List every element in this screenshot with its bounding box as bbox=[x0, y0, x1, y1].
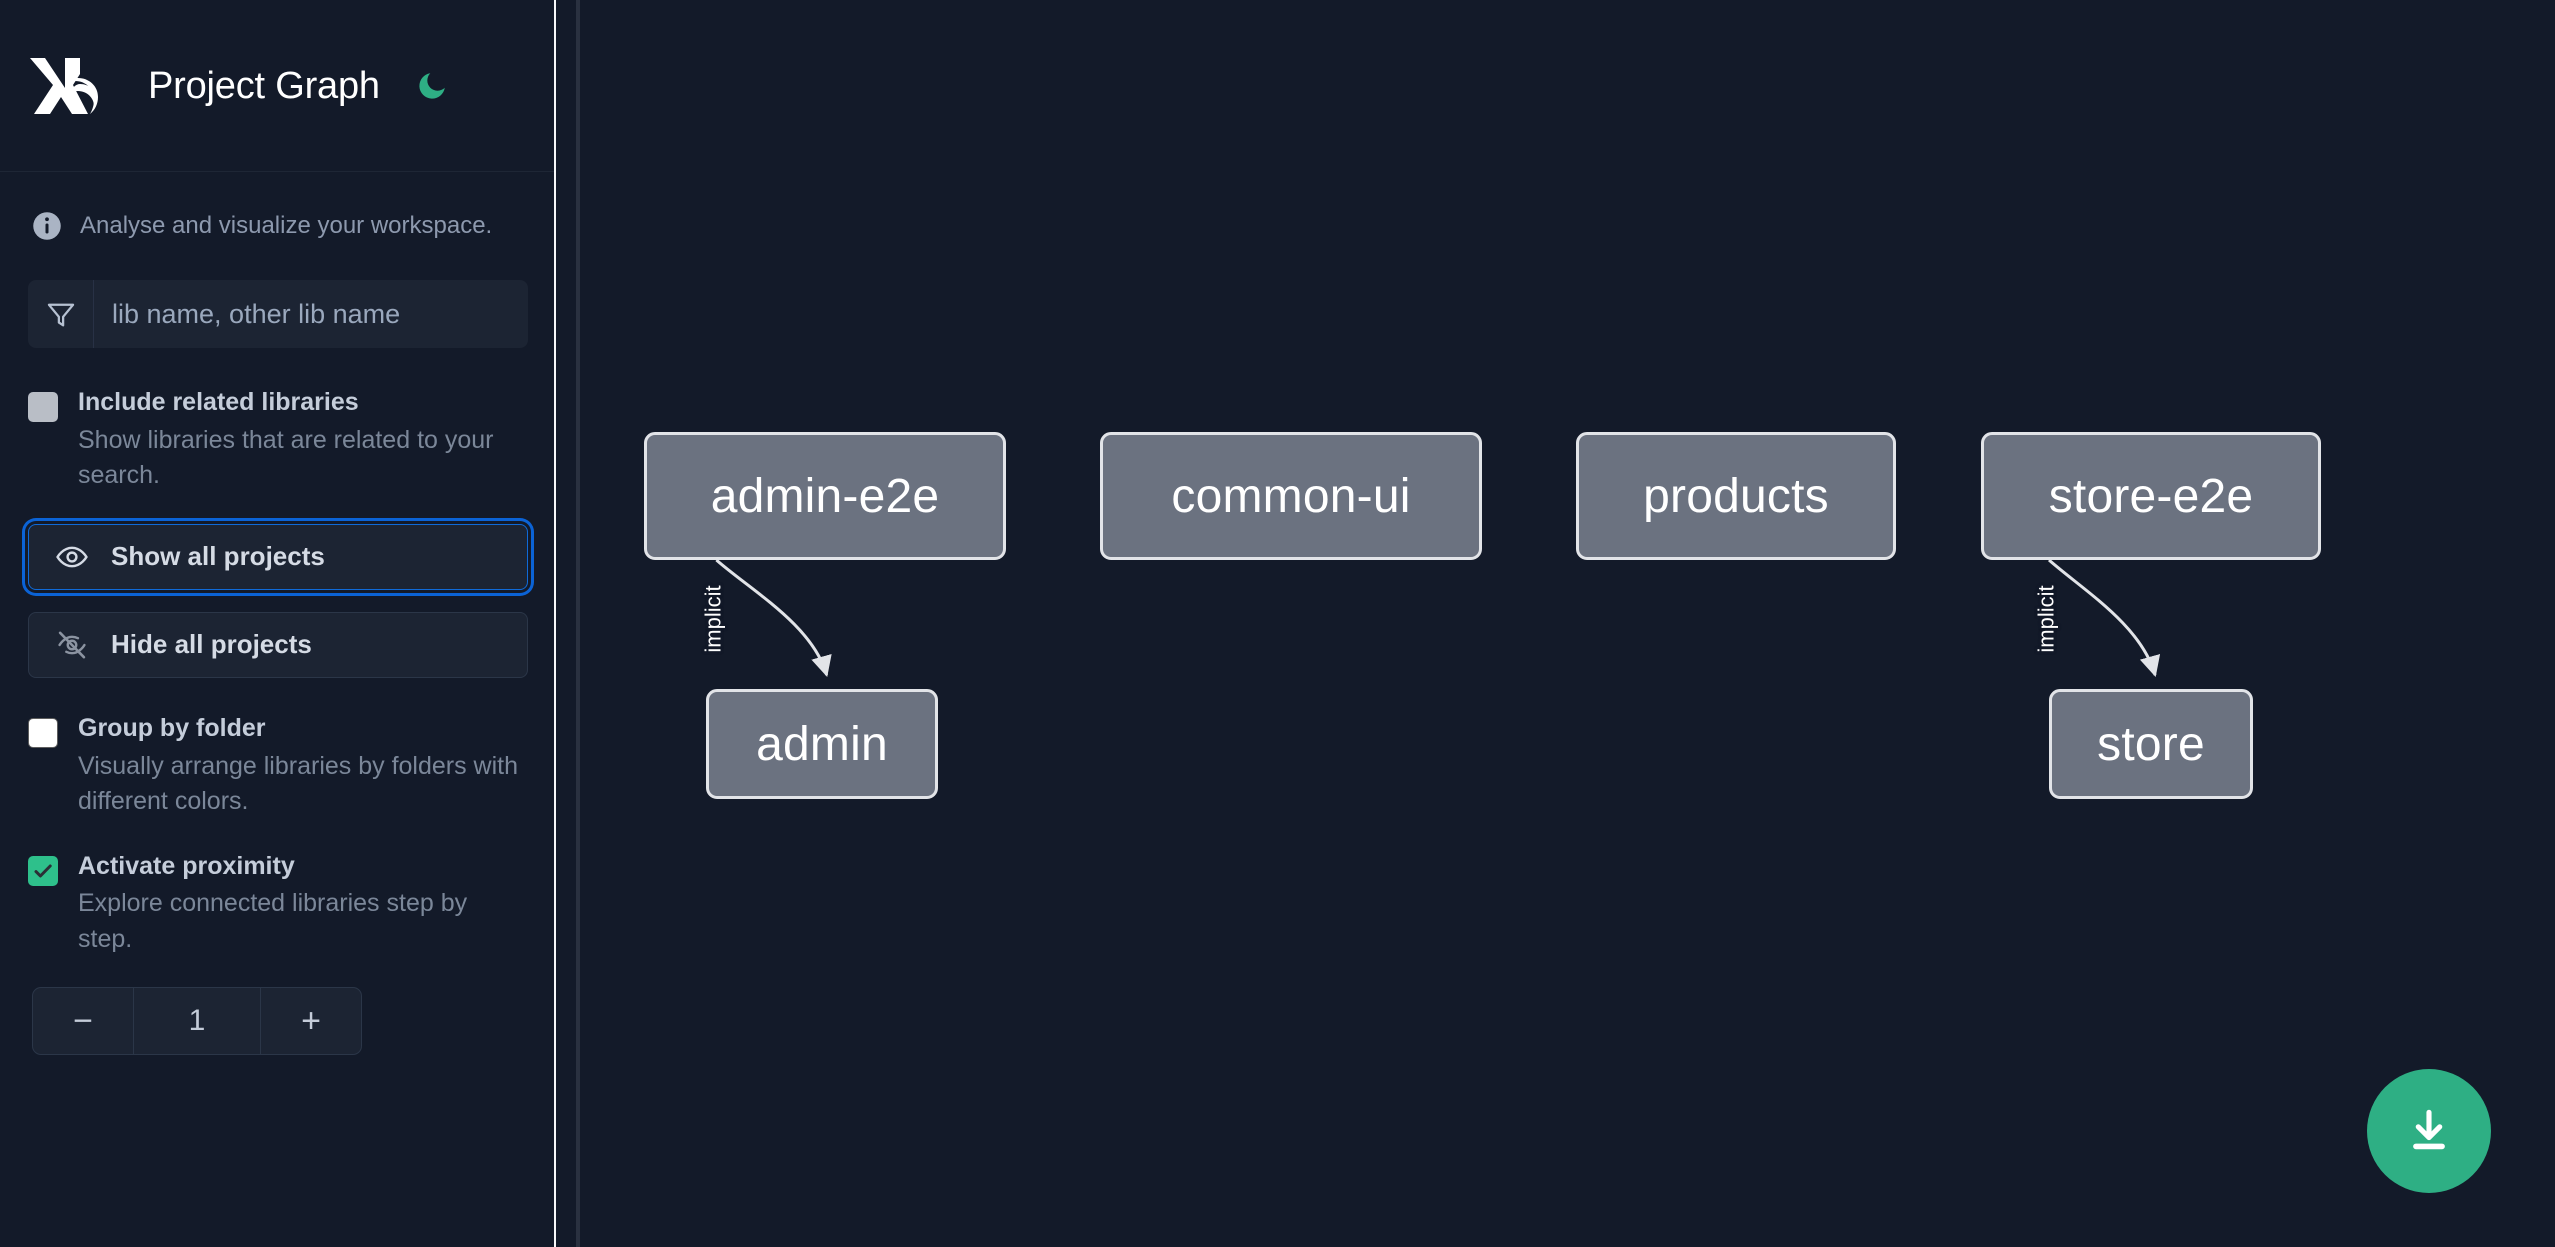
option-description: Show libraries that are related to your … bbox=[78, 425, 494, 490]
filter-bar bbox=[28, 280, 528, 348]
info-icon bbox=[33, 212, 61, 240]
graph-node-store-e2e[interactable]: store-e2e bbox=[1981, 432, 2321, 560]
funnel-icon bbox=[28, 280, 94, 348]
graph-edge-admin-e2e-to-admin bbox=[715, 558, 832, 678]
stepper-divider bbox=[260, 988, 261, 1055]
proximity-stepper: − 1 + bbox=[32, 987, 362, 1056]
search-input[interactable] bbox=[94, 280, 528, 348]
eye-icon bbox=[56, 546, 88, 568]
eye-off-icon bbox=[58, 631, 86, 659]
graph-node-common-ui[interactable]: common-ui bbox=[1100, 432, 1482, 560]
sidebar-divider bbox=[576, 0, 580, 1247]
graph-node-label: admin bbox=[756, 717, 888, 771]
sidebar-scrollbar[interactable] bbox=[554, 0, 556, 1247]
hide-all-projects-label: Hide all projects bbox=[111, 629, 312, 660]
hide-all-projects-button[interactable]: Hide all projects bbox=[28, 611, 528, 678]
graph-node-admin-e2e[interactable]: admin-e2e bbox=[644, 432, 1006, 560]
option-group-by-folder[interactable]: Group by folder Visually arrange librari… bbox=[28, 712, 528, 820]
show-all-projects-label: Show all projects bbox=[111, 541, 325, 572]
graph-node-label: store bbox=[2097, 717, 2205, 771]
download-graph-button[interactable] bbox=[2367, 1069, 2491, 1193]
include-related-libraries-checkbox[interactable] bbox=[28, 392, 58, 422]
moon-icon[interactable] bbox=[410, 64, 454, 108]
page-title: Project Graph bbox=[148, 64, 380, 107]
proximity-increment-button[interactable]: + bbox=[261, 988, 361, 1054]
graph-edge-label: implicit bbox=[701, 584, 727, 653]
graph-node-label: products bbox=[1643, 469, 1829, 523]
graph-canvas[interactable]: admin-e2e common-ui products store-e2e admin… bbox=[556, 0, 2555, 1247]
stepper-divider bbox=[133, 988, 134, 1055]
option-label: Group by folder bbox=[78, 713, 266, 742]
nx-logo-icon bbox=[30, 57, 98, 114]
show-all-projects-button[interactable]: Show all projects bbox=[28, 523, 528, 590]
workspace-tagline: Analyse and visualize your workspace. bbox=[28, 172, 528, 280]
graph-edge-store-e2e-to-store bbox=[2048, 558, 2161, 678]
tagline-text: Analyse and visualize your workspace. bbox=[80, 212, 493, 239]
graph-node-products[interactable]: products bbox=[1576, 432, 1896, 560]
option-label: Activate proximity bbox=[78, 851, 295, 880]
proximity-value: 1 bbox=[188, 1004, 206, 1038]
graph-node-label: admin-e2e bbox=[710, 469, 940, 523]
proximity-decrement-button[interactable]: − bbox=[33, 988, 133, 1054]
graph-node-admin[interactable]: admin bbox=[706, 689, 938, 799]
graph-edge-label: implicit bbox=[2033, 584, 2059, 653]
download-icon bbox=[2413, 1109, 2445, 1150]
graph-node-store[interactable]: store bbox=[2049, 689, 2253, 799]
graph-node-label: store-e2e bbox=[2048, 469, 2254, 523]
group-by-folder-checkbox[interactable] bbox=[28, 717, 58, 748]
sidebar: Project Graph Analyse and visualize your… bbox=[0, 0, 556, 1247]
graph-edges bbox=[715, 558, 2161, 678]
option-description: Explore connected libraries step by step… bbox=[78, 889, 468, 953]
sidebar-header: Project Graph bbox=[0, 0, 556, 172]
activate-proximity-checkbox[interactable] bbox=[28, 855, 58, 886]
option-include-related-libraries[interactable]: Include related libraries Show libraries… bbox=[28, 386, 528, 494]
option-label: Include related libraries bbox=[78, 388, 359, 416]
check-icon bbox=[34, 864, 52, 877]
sidebar-body: Analyse and visualize your workspace. In… bbox=[0, 172, 556, 1056]
graph-node-label: common-ui bbox=[1171, 469, 1411, 523]
option-description: Visually arrange libraries by folders wi… bbox=[78, 751, 519, 816]
option-activate-proximity[interactable]: Activate proximity Explore connected lib… bbox=[28, 850, 528, 958]
visibility-buttons: Show all projects Hide all projects bbox=[28, 523, 528, 678]
